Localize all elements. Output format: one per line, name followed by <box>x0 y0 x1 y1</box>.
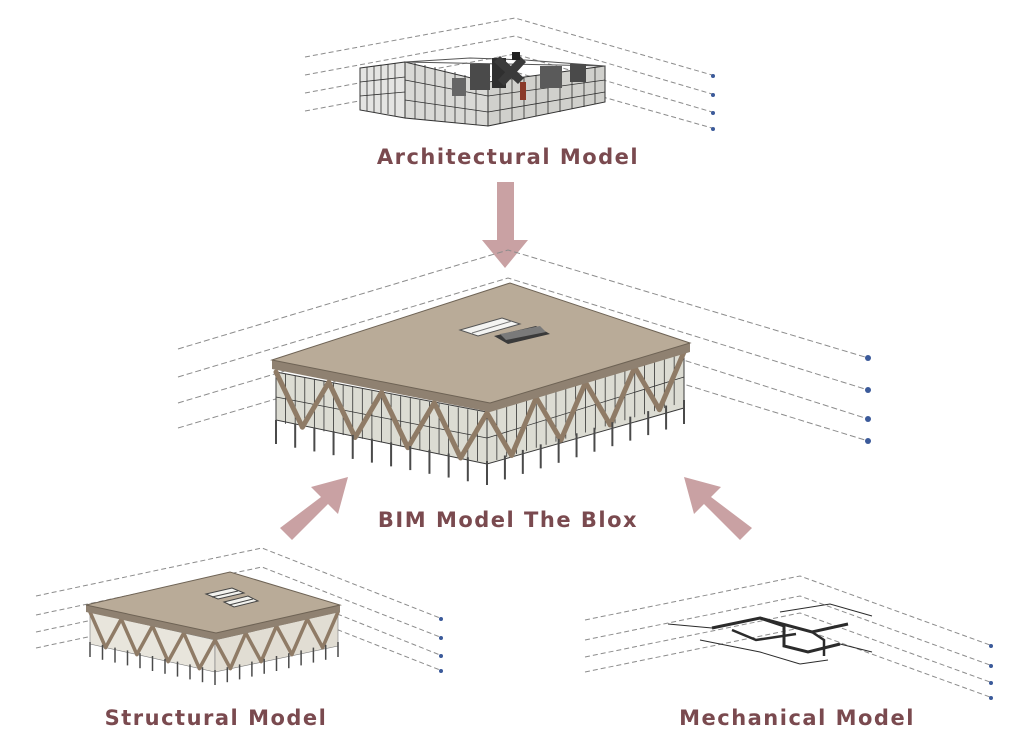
arrow-structural-to-bim <box>280 477 348 540</box>
level-marker-icon <box>865 416 871 422</box>
level-marker-icon <box>865 355 871 361</box>
level-marker-icon <box>439 654 443 658</box>
architectural-model-label: Architectural Model <box>377 145 639 169</box>
level-marker-icon <box>865 387 871 393</box>
level-marker-icon <box>711 93 715 97</box>
structural-model-label: Structural Model <box>105 706 328 730</box>
bim-model-view <box>178 250 871 485</box>
mechanical-level-markers <box>989 644 993 700</box>
bim-model-label: BIM Model The Blox <box>378 508 638 532</box>
structural-model-view <box>36 548 443 685</box>
arrow-mechanical-to-bim <box>684 477 752 540</box>
level-marker-icon <box>989 696 993 700</box>
level-marker-icon <box>989 681 993 685</box>
architectural-facade <box>360 52 605 126</box>
architectural-model-view <box>305 18 715 131</box>
level-marker-icon <box>711 74 715 78</box>
level-marker-icon <box>439 617 443 621</box>
level-marker-icon <box>439 636 443 640</box>
bim-level-markers <box>865 355 871 444</box>
level-marker-icon <box>989 664 993 668</box>
arrow-architectural-to-bim <box>482 182 528 268</box>
mechanical-model-view <box>585 576 993 700</box>
level-marker-icon <box>865 438 871 444</box>
level-marker-icon <box>439 669 443 673</box>
duct-thin <box>800 660 828 664</box>
mechanical-model-label: Mechanical Model <box>679 706 915 730</box>
level-marker-icon <box>989 644 993 648</box>
duct-thin <box>780 604 872 616</box>
structural-level-markers <box>439 617 443 673</box>
level-marker-icon <box>711 127 715 131</box>
level-line <box>585 628 990 697</box>
level-line <box>585 596 990 665</box>
duct-thin <box>668 624 712 628</box>
level-marker-icon <box>711 111 715 115</box>
duct-thin <box>840 644 872 652</box>
architectural-level-markers <box>711 74 715 131</box>
duct-branch <box>732 630 796 640</box>
